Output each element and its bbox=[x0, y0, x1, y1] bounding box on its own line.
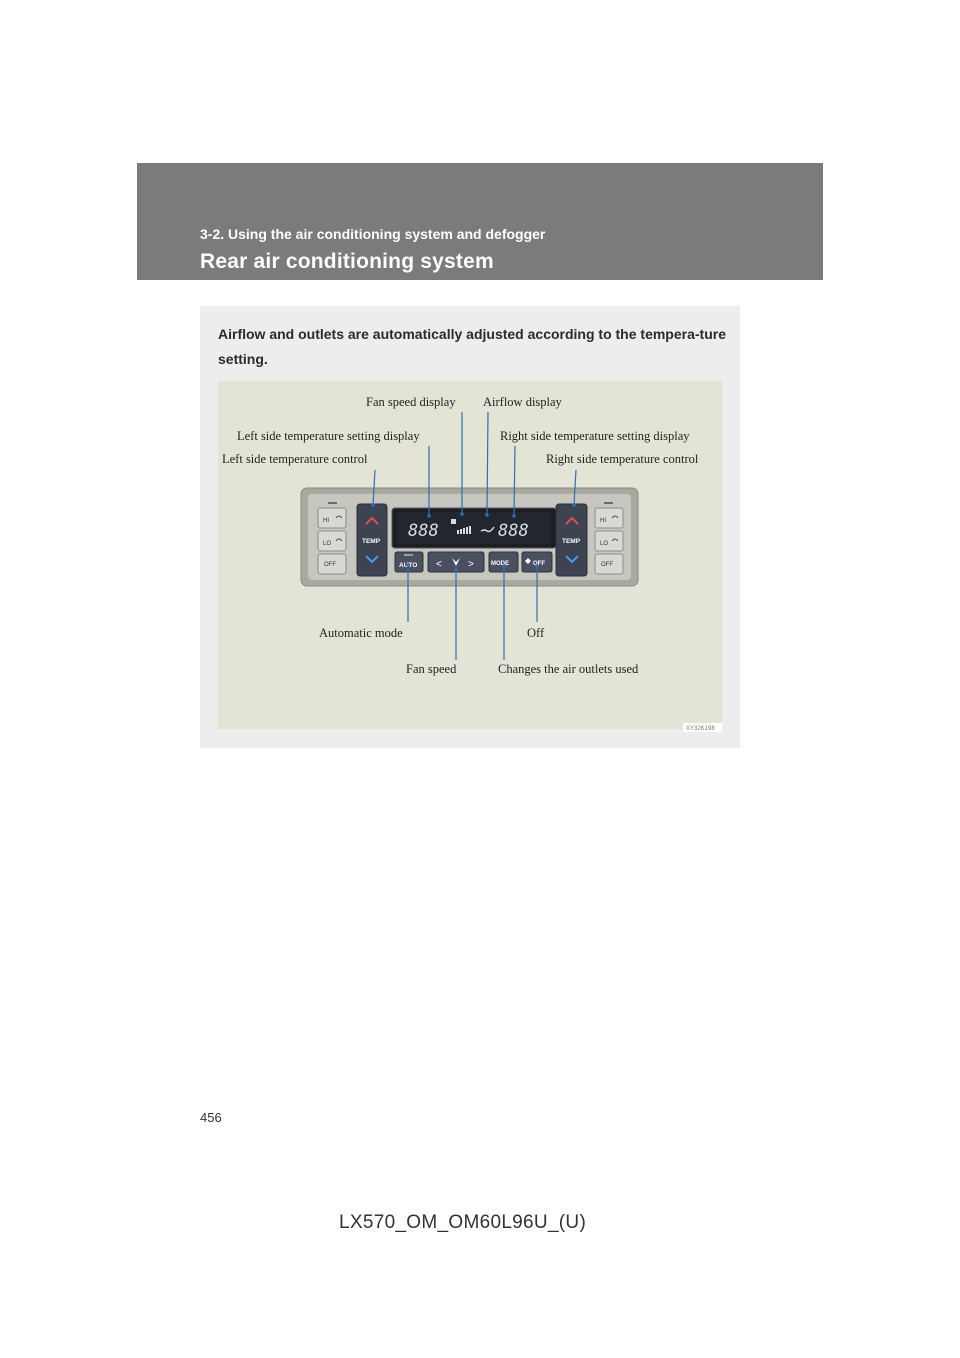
leader-left-temp-control bbox=[372, 469, 376, 506]
leader-lines bbox=[372, 411, 577, 660]
leader-right-temp-control bbox=[573, 469, 577, 506]
leader-airflow-display bbox=[486, 411, 489, 516]
label-changes-outlets: Changes the air outlets used bbox=[498, 662, 639, 676]
left-temp-up-icon bbox=[365, 516, 379, 525]
off-text: OFF bbox=[533, 561, 545, 567]
left-temp-rocker: TEMP bbox=[356, 503, 388, 577]
intro-text: Airflow and outlets are automatically ad… bbox=[218, 326, 726, 367]
label-automatic-mode: Automatic mode bbox=[319, 626, 403, 640]
left-off-text: OFF bbox=[324, 562, 336, 568]
right-temp-digits: 888 bbox=[498, 521, 529, 541]
left-temp-down-icon bbox=[365, 555, 379, 564]
left-lo-text: LO bbox=[323, 541, 331, 547]
right-temp-text: TEMP bbox=[562, 538, 581, 545]
label-left-temp-control: Left side temperature control bbox=[222, 452, 368, 466]
left-temp-digits: 888 bbox=[408, 521, 439, 541]
airflow-icon bbox=[480, 526, 495, 533]
seat-heater-icon bbox=[335, 515, 343, 542]
label-right-temp-setting-display: Right side temperature setting display bbox=[500, 429, 690, 443]
label-airflow-display: Airflow display bbox=[483, 395, 562, 409]
label-off: Off bbox=[527, 626, 545, 640]
fan-up-icon: > bbox=[468, 559, 474, 570]
fan-icon bbox=[452, 558, 460, 566]
bottom-buttons: AUTO < > MODE OFF bbox=[394, 551, 553, 573]
page-number: 456 bbox=[200, 1110, 222, 1125]
section-header-bar bbox=[137, 163, 823, 280]
fan-down-icon: < bbox=[436, 559, 442, 570]
label-fan-speed-display: Fan speed display bbox=[366, 395, 456, 409]
right-lo-text: LO bbox=[600, 541, 608, 547]
image-code-tag bbox=[683, 723, 722, 732]
auto-button bbox=[394, 551, 424, 573]
right-temp-rocker: TEMP bbox=[555, 503, 588, 577]
fan-off-icon bbox=[525, 558, 531, 564]
lcd-display: 888 888 bbox=[391, 507, 557, 549]
right-seat-buttons: HI LO OFF bbox=[594, 502, 624, 575]
label-fan-speed: Fan speed bbox=[406, 662, 457, 676]
leader-tips bbox=[371, 503, 576, 572]
section-label: 3-2. Using the air conditioning system a… bbox=[200, 226, 546, 242]
mode-text: MODE bbox=[491, 561, 509, 567]
label-right-temp-control: Right side temperature control bbox=[546, 452, 699, 466]
left-seat-buttons: HI LO OFF bbox=[317, 502, 347, 575]
right-seat-heater-icon bbox=[611, 515, 619, 542]
image-code-text: XY32K198 bbox=[686, 726, 715, 732]
right-hi-text: HI bbox=[600, 518, 606, 524]
label-left-temp-setting-display: Left side temperature setting display bbox=[237, 429, 420, 443]
page-title: Rear air conditioning system bbox=[200, 250, 494, 273]
left-temp-text: TEMP bbox=[362, 538, 381, 545]
leader-right-temp-display bbox=[513, 445, 516, 517]
right-off-text: OFF bbox=[601, 562, 613, 568]
doc-code: LX570_OM_OM60L96U_(U) bbox=[339, 1212, 587, 1233]
fan-speed-bars bbox=[451, 519, 471, 534]
left-hi-text: HI bbox=[323, 518, 329, 524]
right-temp-up-icon bbox=[565, 516, 579, 525]
right-temp-down-icon bbox=[565, 555, 579, 564]
